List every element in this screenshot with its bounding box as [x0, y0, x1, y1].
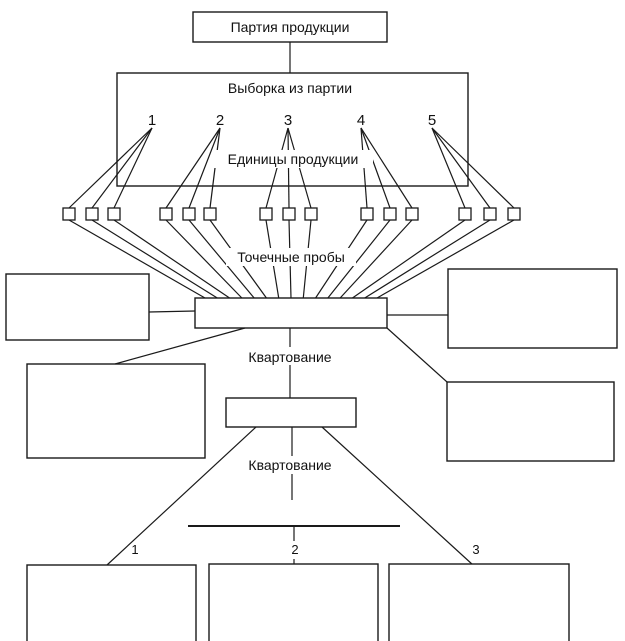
unit-5-to-sample-2-line: [431, 127, 491, 209]
quartering-1-label: Квартование: [248, 349, 331, 365]
right-bottom-box: [446, 381, 615, 462]
probe-line-1: [68, 219, 206, 299]
left-top-box: [5, 273, 150, 341]
left-bottom-connector: [114, 327, 246, 365]
reduced-sample-box: [225, 397, 357, 428]
unit-1-to-sample-2-line: [91, 127, 153, 209]
point-sample-squares: [62, 207, 521, 221]
probe-line-15: [376, 219, 515, 299]
sample-label: Выборка из партии: [228, 80, 352, 96]
probe-line-12: [339, 219, 413, 299]
probe-line-5: [188, 219, 255, 299]
final-number-2: 2: [291, 542, 298, 557]
unit-1-to-sample-3-line: [113, 127, 153, 209]
point-sample-square: [304, 207, 318, 221]
unit-1-to-sample-1-line: [68, 127, 153, 209]
point-sample-square: [483, 207, 497, 221]
point-sample-square: [259, 207, 273, 221]
final-sample-box-2: [208, 563, 379, 641]
unit-number-3: 3: [284, 112, 292, 129]
unit-lines: [68, 127, 515, 209]
probe-line-2: [91, 219, 218, 299]
unit-5-to-sample-3-line: [431, 127, 515, 209]
final-number-3: 3: [472, 542, 479, 557]
point-sample-square: [85, 207, 99, 221]
point-sample-square: [282, 207, 296, 221]
point-sample-square: [159, 207, 173, 221]
units-label-bg: [213, 150, 373, 168]
lot-box: [192, 11, 388, 43]
point-sample-square: [182, 207, 196, 221]
probes-label-bg: [226, 248, 356, 266]
point-sample-square: [360, 207, 374, 221]
unit-number-1: 1: [148, 112, 156, 129]
point-sample-square: [107, 207, 121, 221]
combined-sample-box: [194, 297, 388, 329]
probe-line-11: [327, 219, 391, 299]
quartering-1-bg: [238, 347, 342, 365]
branch-1-line: [106, 426, 257, 566]
unit-4-to-sample-2-line: [360, 127, 391, 209]
unit-2-to-sample-2-line: [188, 127, 221, 209]
unit-number-2: 2: [216, 112, 224, 129]
point-sample-square: [507, 207, 521, 221]
right-bottom-connector: [386, 327, 448, 383]
right-top-box: [447, 268, 618, 349]
point-sample-square: [458, 207, 472, 221]
unit-2-to-sample-1-line: [165, 127, 221, 209]
unit-number-4: 4: [357, 112, 365, 129]
probe-line-4: [165, 219, 243, 299]
probe-line-14: [364, 219, 491, 299]
final-sample-box-3: [388, 563, 570, 641]
point-samples-label: Точечные пробы: [237, 249, 345, 265]
left-bottom-box: [26, 363, 206, 459]
branch-3-line: [321, 426, 474, 566]
units-label: Единицы продукции: [228, 151, 359, 167]
point-sample-square: [62, 207, 76, 221]
point-sample-square: [203, 207, 217, 221]
probe-line-13: [352, 219, 466, 299]
unit-number-5: 5: [428, 112, 436, 129]
point-sample-square: [383, 207, 397, 221]
unit-5-to-sample-1-line: [431, 127, 466, 209]
final-sample-box-1: [26, 564, 197, 641]
quartering-2-label: Квартование: [248, 457, 331, 473]
probe-line-3: [113, 219, 230, 299]
unit-4-to-sample-3-line: [360, 127, 413, 209]
quartering-2-bg: [238, 456, 342, 474]
point-sample-square: [405, 207, 419, 221]
final-number-1: 1: [131, 542, 138, 557]
lot-label: Партия продукции: [231, 19, 350, 35]
left-top-connector: [148, 310, 196, 313]
